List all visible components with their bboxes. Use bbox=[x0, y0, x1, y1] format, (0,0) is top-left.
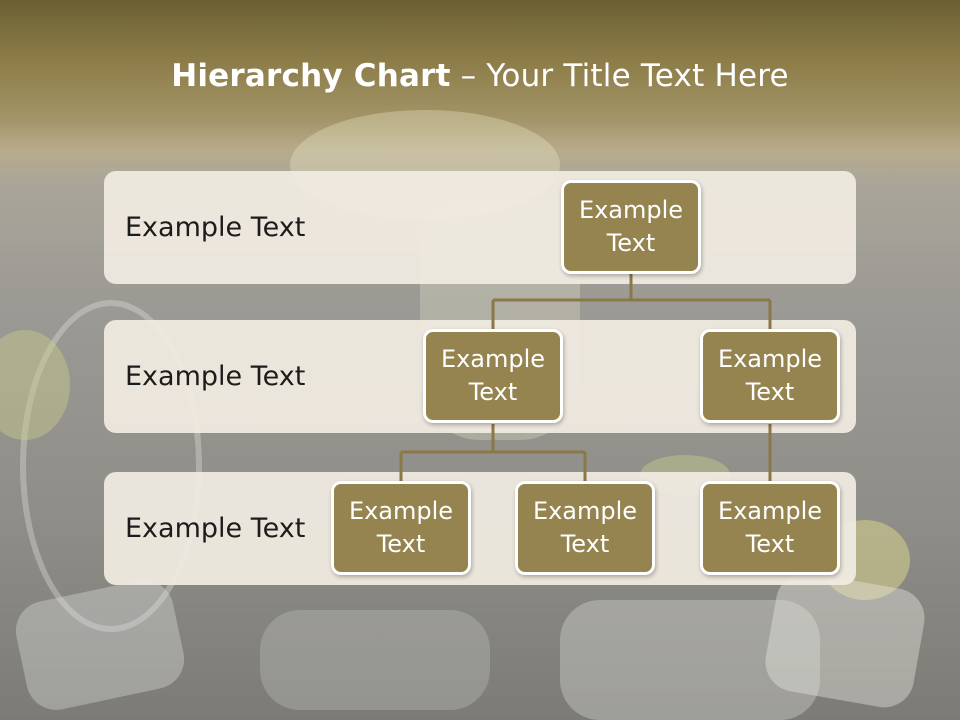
level-label-1: Example Text bbox=[125, 212, 306, 243]
node-level2-left-label: Example Text bbox=[440, 345, 546, 406]
level-band-1: Example Text bbox=[104, 171, 856, 284]
title-bold-part: Hierarchy Chart bbox=[171, 58, 451, 94]
node-root: Example Text bbox=[561, 180, 701, 274]
node-level2-left: Example Text bbox=[423, 329, 563, 423]
title-rest-part: – Your Title Text Here bbox=[450, 58, 789, 94]
lime-slice-shape bbox=[0, 330, 70, 440]
ice-shape bbox=[260, 610, 490, 710]
tipped-glass-shape bbox=[20, 300, 202, 632]
level-label-2: Example Text bbox=[125, 361, 306, 392]
node-root-label: Example Text bbox=[578, 196, 684, 257]
node-level2-right: Example Text bbox=[700, 329, 840, 423]
node-level3-left: Example Text bbox=[331, 481, 471, 575]
node-level2-right-label: Example Text bbox=[717, 345, 823, 406]
slide-title: Hierarchy Chart – Your Title Text Here bbox=[0, 54, 960, 98]
node-level3-right: Example Text bbox=[700, 481, 840, 575]
node-level3-left-label: Example Text bbox=[348, 497, 454, 558]
ice-shape bbox=[560, 600, 820, 720]
level-label-3: Example Text bbox=[125, 513, 306, 544]
node-level3-middle-label: Example Text bbox=[532, 497, 638, 558]
node-level3-middle: Example Text bbox=[515, 481, 655, 575]
node-level3-right-label: Example Text bbox=[717, 497, 823, 558]
